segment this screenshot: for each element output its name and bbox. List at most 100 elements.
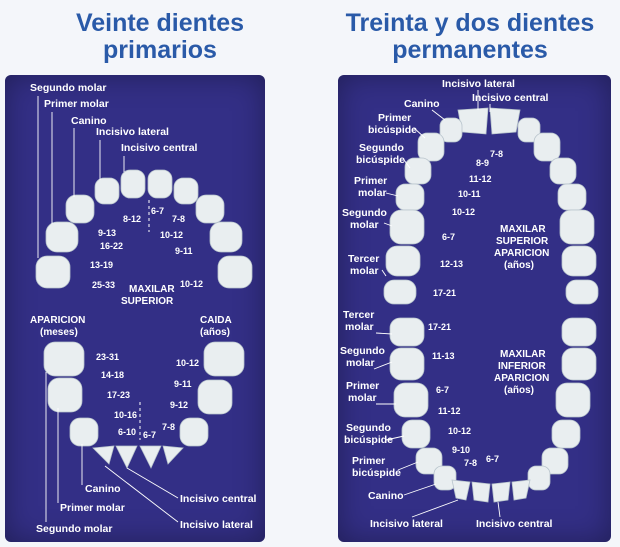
tooth-lower-third-molar-right [389,317,425,347]
label-primer-molar-upper: Primer molar [44,98,109,110]
leader-line [383,222,393,227]
perm-lower-caption-inferior: INFERIOR [498,361,547,372]
label-incisivo-lateral-upper: Incisivo lateral [96,126,169,138]
label-perm-segundo-bic-lower-l1: Segundo [346,422,391,434]
tooth-lower-lateral-incisor-left [162,445,184,465]
tooth-lower-first-molar-right [393,382,429,418]
label-perm-segundo-bic-lower-l2: bicúspide [344,434,393,446]
caption-meses: (meses) [40,327,78,338]
leader-line [497,501,501,518]
tooth-upper-lateral-right [439,117,463,143]
tooth-upper-lateral-incisor-left [173,177,199,205]
left-title-line2: primarios [103,36,217,64]
lower-eruption-central: 6-10 [118,427,136,437]
label-perm-incisivo-central-lower: Incisivo central [476,518,553,530]
label-canino-lower: Canino [85,483,121,495]
label-perm-incisivo-lateral-lower: Incisivo lateral [370,518,443,530]
caption-aparicion: APARICION [30,315,85,326]
perm-caption-aparicion: APARICION [494,248,549,259]
left-title-line1: Veinte dientes [75,9,245,37]
tooth-upper-canine-left [533,132,561,162]
label-perm-segundo-bic-l1: Segundo [359,142,404,154]
tooth-upper-first-premolar-left [549,157,577,185]
label-perm-canino-upper: Canino [404,98,440,110]
tooth-lower-canine-left [179,417,209,447]
upper-shedding-canine: 10-12 [160,230,183,240]
leader-line [381,269,387,277]
lower-eruption-first-molar: 14-18 [101,370,124,380]
leader-line [403,483,437,496]
right-title-line2: permanentes [392,36,548,64]
upper-eruption-canine: 16-22 [100,241,123,251]
perm-lower-eruption-second-premolar: 11-12 [438,406,461,416]
tooth-upper-central-right [457,107,489,135]
leader-line [104,465,179,523]
tooth-lower-central-incisor-right [115,445,138,469]
lower-shedding-central: 6-7 [143,430,156,440]
label-perm-tercer-molar-lower-l2: molar [345,321,374,333]
perm-lower-caption-maxilar: MAXILAR [500,349,546,360]
label-perm-segundo-molar-lower-l1: Segundo [340,345,385,357]
label-incisivo-central-upper: Incisivo central [121,142,198,154]
tooth-lower-first-molar-right [47,377,83,413]
tooth-lower-central-right [471,481,491,503]
leader-line [375,332,393,335]
tooth-upper-first-molar-right [45,221,79,253]
label-segundo-molar-upper: Segundo molar [30,82,106,94]
label-segundo-molar-lower: Segundo molar [36,523,112,535]
tooth-lower-central-incisor-left [139,445,162,469]
lower-eruption-lateral: 10-16 [114,410,137,420]
tooth-lower-first-premolar-right [415,447,443,475]
perm-upper-eruption-central: 7-8 [490,149,503,159]
label-perm-tercer-molar-l2: molar [350,265,379,277]
perm-lower-caption-anos: (años) [504,385,534,396]
tooth-lower-lateral-left [511,479,531,501]
tooth-lower-second-molar-left [561,347,597,381]
tooth-upper-second-premolar-right [395,183,425,211]
perm-upper-eruption-lateral: 8-9 [476,158,489,168]
caption-anos: (años) [200,327,230,338]
upper-shedding-central: 6-7 [151,206,164,216]
perm-upper-eruption-second-premolar: 10-12 [452,207,475,217]
perm-caption-maxilar: MAXILAR [500,224,546,235]
perm-lower-eruption-lateral: 7-8 [464,458,477,468]
tooth-lower-second-molar-right [43,341,85,377]
perm-lower-eruption-central: 6-7 [486,454,499,464]
tooth-upper-second-molar-left [561,245,597,277]
right-title-line1: Treinta y dos dientes [345,9,595,37]
tooth-upper-lateral-incisor-right [94,177,120,205]
perm-upper-eruption-second-molar: 12-13 [440,259,463,269]
perm-upper-eruption-third-molar: 17-21 [433,288,456,298]
tooth-upper-canine-right [65,194,95,224]
tooth-lower-second-molar-right [389,347,425,381]
tooth-upper-central-incisor-right [120,169,146,199]
tooth-lower-first-molar-left [197,379,233,415]
primary-upper-arch [35,169,253,289]
perm-upper-eruption-canine: 11-12 [469,174,492,184]
tooth-lower-second-premolar-left [551,419,581,449]
tooth-upper-second-molar-right [35,255,71,289]
perm-lower-eruption-canine: 9-10 [452,445,470,455]
leader-line [397,461,419,471]
label-perm-segundo-molar-l1: Segundo [342,207,387,219]
primary-lower-arch [43,341,245,469]
leader-line [411,499,459,518]
left-title: Veinte dientes primarios [30,10,290,64]
upper-eruption-second-molar: 25-33 [92,280,115,290]
tooth-lower-canine-left [527,465,551,491]
tooth-lower-central-left [491,481,511,503]
perm-upper-eruption-first-molar: 6-7 [442,232,455,242]
label-perm-primer-bic-lower-l2: bicúspide [352,467,401,479]
tooth-upper-central-left [489,107,521,135]
tooth-upper-first-premolar-right [404,157,432,185]
tooth-lower-lateral-right [451,479,471,501]
lower-shedding-first-molar: 9-11 [174,379,192,389]
tooth-upper-first-molar-left [209,221,243,253]
perm-lower-eruption-first-premolar: 10-12 [448,426,471,436]
lower-shedding-lateral: 7-8 [162,422,175,432]
upper-shedding-first-molar: 9-11 [175,246,193,256]
leader-line [385,192,399,197]
label-perm-segundo-molar-l2: molar [350,219,379,231]
perm-upper-eruption-first-premolar: 10-11 [458,189,481,199]
leader-line [403,159,411,169]
